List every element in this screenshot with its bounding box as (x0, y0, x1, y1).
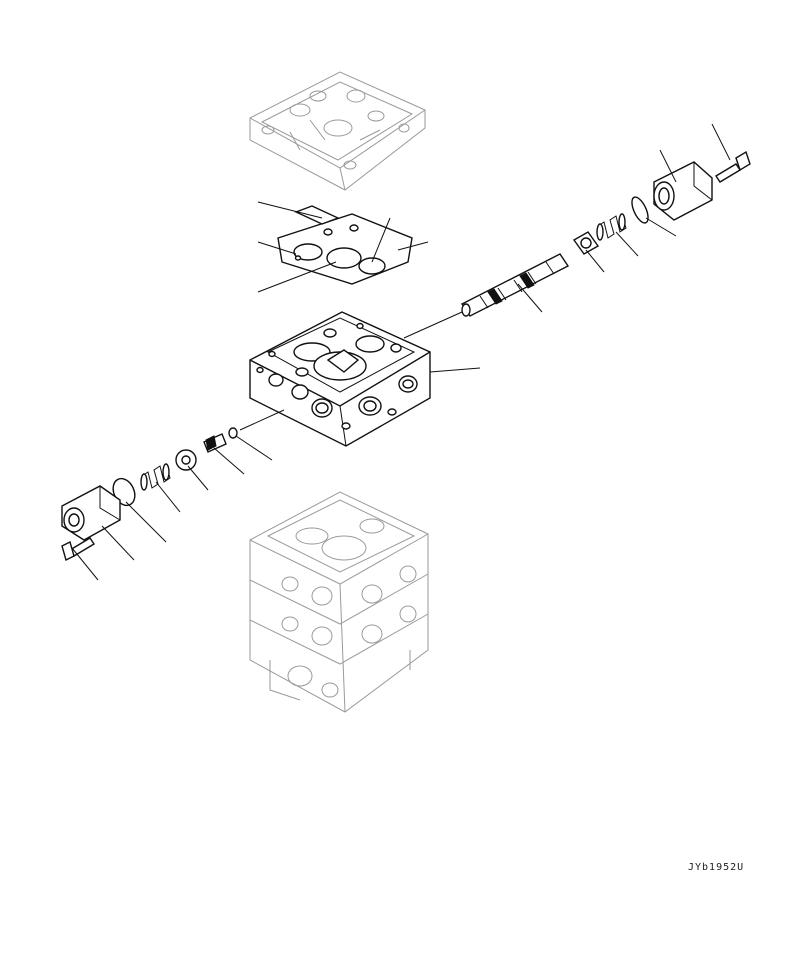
leader-cap-left (101, 525, 135, 561)
o-ring-small-left (228, 427, 238, 439)
o-ring-right (631, 196, 649, 224)
lower-valve-stack-ghost (249, 491, 429, 713)
bolt-left (61, 537, 95, 562)
leader-cap-right (659, 149, 677, 183)
leader-bolt-right (711, 123, 731, 161)
leader-poppet (213, 447, 245, 475)
leader-spool-axis-left (239, 409, 285, 431)
leader-pin (257, 201, 323, 219)
upper-valve-body-ghost (249, 71, 426, 191)
leader-spring-left (155, 481, 181, 513)
spring-right (596, 213, 627, 241)
leader-section-block (429, 367, 481, 373)
bolt-right (715, 150, 751, 183)
leader-spool (517, 283, 543, 313)
leader-gasket-bottom (257, 261, 337, 293)
spool-cap-left (61, 485, 121, 541)
leader-gasket-right (397, 241, 429, 251)
spool-retainer-nut-left (175, 449, 197, 471)
gasket-plate (277, 213, 413, 285)
leader-nut-right (585, 249, 605, 273)
leader-gasket-left (257, 241, 297, 255)
leader-lines (71, 123, 731, 581)
drawing-reference-code: JYb1952U (688, 862, 745, 873)
valve-section-block (249, 311, 431, 447)
spring-left (140, 463, 171, 491)
spool-retainer-nut-right (572, 231, 600, 255)
spool-cap-right (653, 161, 713, 221)
dowel-pin (294, 205, 340, 225)
leader-bolt-left (71, 547, 99, 581)
leader-nut-left (187, 465, 209, 491)
leader-oring-small-left (235, 435, 273, 461)
check-valve-poppet (203, 433, 227, 453)
spool (460, 253, 570, 317)
leader-spring-right (615, 231, 639, 257)
leader-gasket-top (371, 217, 391, 263)
leader-oring-left (125, 501, 167, 543)
leader-spool-axis-right (403, 311, 463, 339)
leader-oring-right (645, 217, 677, 237)
